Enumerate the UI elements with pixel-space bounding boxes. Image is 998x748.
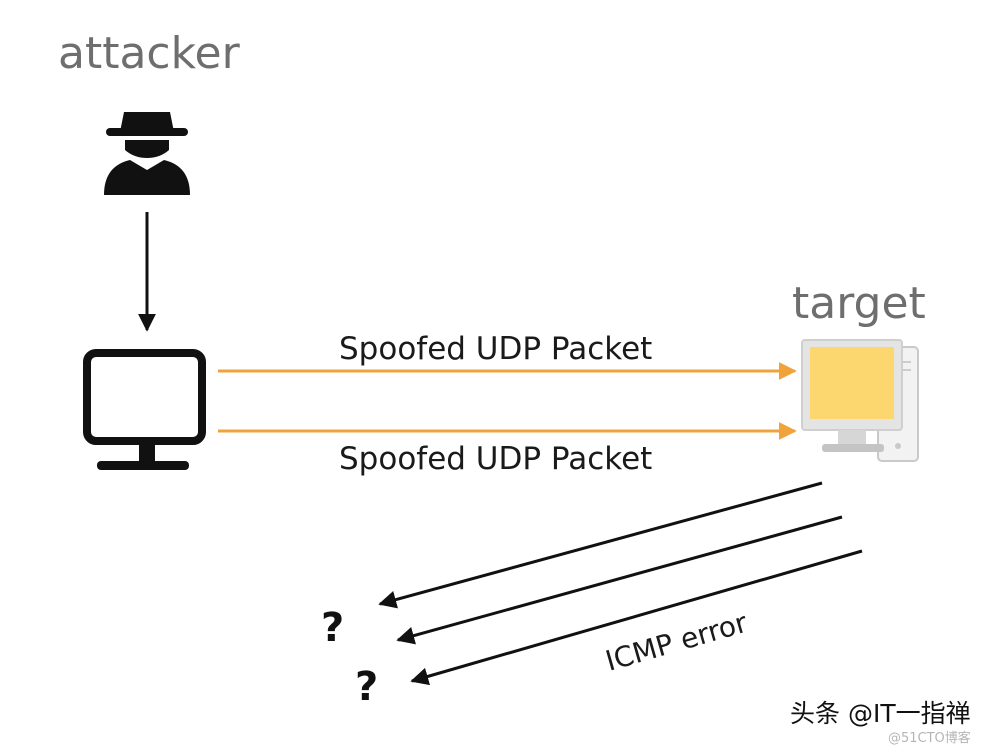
watermark-primary: 头条 @IT一指禅 <box>790 699 971 728</box>
icmp-error-arrow-1 <box>378 481 823 609</box>
desktop-computer-icon <box>801 339 919 462</box>
spoofed-packet-label-2: Spoofed UDP Packet <box>339 441 652 477</box>
icmp-error-arrow-2 <box>396 515 843 645</box>
icmp-error-label: ICMP error <box>602 606 751 678</box>
monitor-icon <box>83 349 206 470</box>
target-label: target <box>792 278 926 329</box>
question-mark-1: ? <box>321 605 344 651</box>
attacker-label: attacker <box>58 28 241 79</box>
icmp-error-arrow-3 <box>410 549 863 686</box>
spoofed-packet-label-1: Spoofed UDP Packet <box>339 331 652 367</box>
watermark-secondary: @51CTO博客 <box>888 730 971 746</box>
spy-icon <box>104 112 190 195</box>
question-mark-2: ? <box>355 664 378 710</box>
